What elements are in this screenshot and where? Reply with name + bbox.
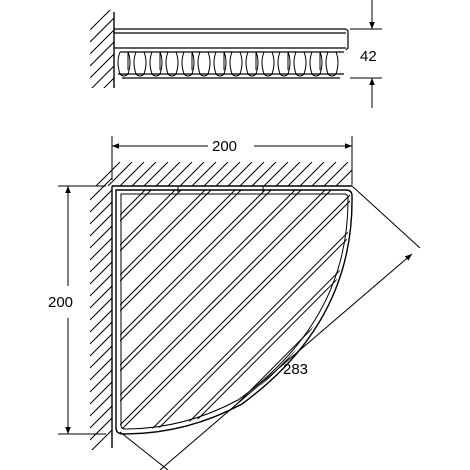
depth-label: 200 <box>48 294 73 311</box>
left-wall-hatch <box>90 177 112 450</box>
rim-ticks <box>177 186 264 192</box>
width-dimension <box>111 136 353 185</box>
basket-wires <box>120 190 351 430</box>
height-label: 42 <box>360 48 377 65</box>
depth-dimension <box>58 185 106 435</box>
side-wall-hatch <box>90 10 114 88</box>
width-label: 200 <box>212 138 237 155</box>
top-wall-hatch <box>95 162 352 186</box>
diagonal-label: 283 <box>283 361 308 378</box>
side-wire-loops <box>117 51 339 77</box>
top-view: 200 200 283 <box>48 136 421 470</box>
side-view: 42 <box>90 0 382 108</box>
height-dimension <box>350 0 382 108</box>
diagonal-dimension <box>119 185 421 470</box>
basket-inner-outline <box>120 193 349 430</box>
